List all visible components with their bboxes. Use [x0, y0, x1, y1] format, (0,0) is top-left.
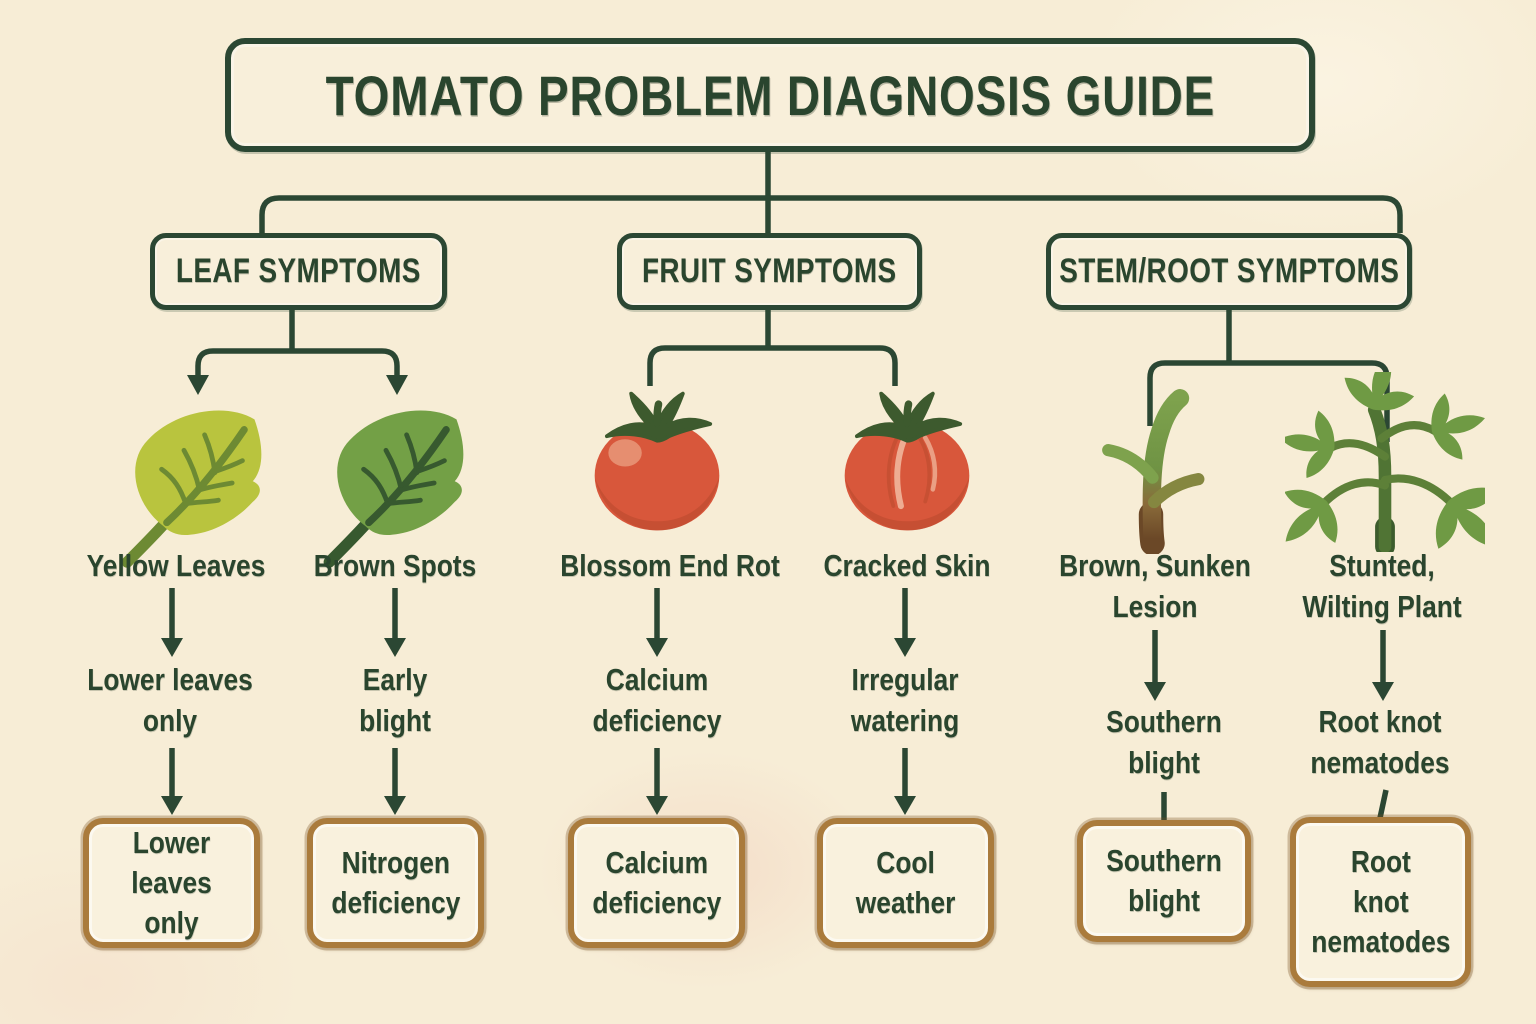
result-box-cool-weather: Cool weather	[817, 818, 994, 948]
category-label-stem-root: STEM/ROOT SYMPTOMS	[1059, 252, 1399, 290]
result-box-calcium-deficiency: Calcium deficiency	[568, 818, 745, 948]
result-box-southern-blight: Southern blight	[1077, 820, 1251, 942]
brown-spots-leaf-icon	[323, 410, 464, 568]
result-label: Lower leaves only	[131, 824, 212, 941]
symptom-label-blossom-end-rot: Blossom End Rot	[560, 548, 780, 583]
result-label: Root knot nematodes	[1310, 843, 1451, 960]
title-box: TOMATO PROBLEM DIAGNOSIS GUIDE	[225, 38, 1315, 152]
symptom-label-brown-spots: Brown Spots	[313, 548, 477, 583]
category-label-fruit: FRUIT SYMPTOMS	[642, 252, 897, 290]
result-box-lower-leaves-only: Lower leaves only	[83, 818, 260, 948]
stem-lesion-icon	[1102, 389, 1205, 554]
result-label: Calcium deficiency	[592, 844, 721, 920]
cause-label-root-knot-nematodes: Root knot nematodes	[1310, 704, 1450, 780]
symptom-label-brown-sunken-lesion: Brown, Sunken Lesion	[1059, 548, 1251, 624]
cracked-skin-tomato-icon	[844, 391, 970, 531]
symptom-label-stunted-wilting-plant: Stunted, Wilting Plant	[1302, 548, 1462, 624]
result-label: Nitrogen deficiency	[331, 844, 460, 920]
result-box-nitrogen-deficiency: Nitrogen deficiency	[307, 818, 484, 948]
cause-label-lower-leaves-only: Lower leaves only	[87, 662, 253, 738]
result-label: Southern blight	[1106, 842, 1222, 918]
fruit-branch-connector	[647, 310, 898, 386]
cause-label-early-blight: Early blight	[359, 662, 431, 738]
blossom-end-rot-tomato-icon	[594, 391, 720, 531]
category-label-leaf: LEAF SYMPTOMS	[176, 252, 421, 290]
result-box-root-knot-nematodes: Root knot nematodes	[1290, 817, 1471, 987]
category-box-fruit-symptoms: FRUIT SYMPTOMS	[617, 233, 922, 310]
wilting-plant-icon	[1285, 372, 1485, 552]
leaf-branch-connector	[187, 310, 408, 395]
symptom-label-cracked-skin: Cracked Skin	[823, 548, 991, 583]
cause-label-southern-blight: Southern blight	[1106, 704, 1222, 780]
result-label: Cool weather	[855, 844, 956, 920]
symptom-label-yellow-leaves: Yellow Leaves	[86, 548, 266, 583]
yellow-leaf-icon	[121, 410, 262, 568]
title-connector	[259, 152, 1403, 233]
cause-label-irregular-watering: Irregular watering	[850, 662, 960, 738]
cause-label-calcium-deficiency: Calcium deficiency	[592, 662, 722, 738]
page-title: TOMATO PROBLEM DIAGNOSIS GUIDE	[325, 63, 1215, 127]
category-box-leaf-symptoms: LEAF SYMPTOMS	[150, 233, 447, 310]
category-box-stem-root-symptoms: STEM/ROOT SYMPTOMS	[1046, 233, 1412, 310]
